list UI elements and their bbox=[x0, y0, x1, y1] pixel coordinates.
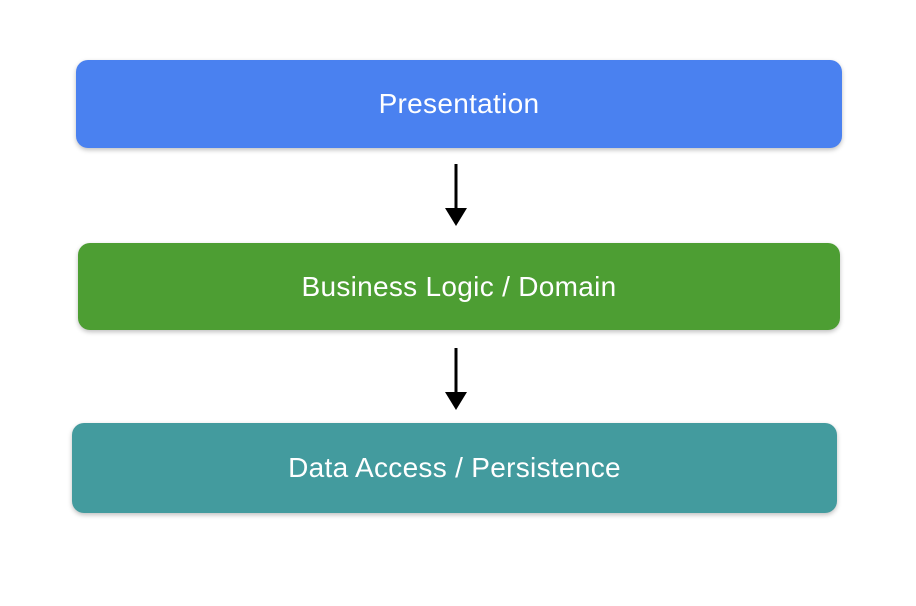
down-arrow-head bbox=[445, 392, 467, 410]
layer-box-presentation: Presentation bbox=[76, 60, 842, 148]
down-arrow-head bbox=[445, 208, 467, 226]
layer-label-presentation: Presentation bbox=[378, 88, 540, 119]
down-arrow-icon bbox=[445, 164, 467, 226]
layer-box-business-logic: Business Logic / Domain bbox=[78, 243, 840, 330]
layer-label-data-access: Data Access / Persistence bbox=[288, 452, 621, 483]
down-arrow-icon bbox=[445, 348, 467, 410]
layer-box-data-access: Data Access / Persistence bbox=[72, 423, 837, 513]
layer-label-business-logic: Business Logic / Domain bbox=[301, 270, 617, 302]
